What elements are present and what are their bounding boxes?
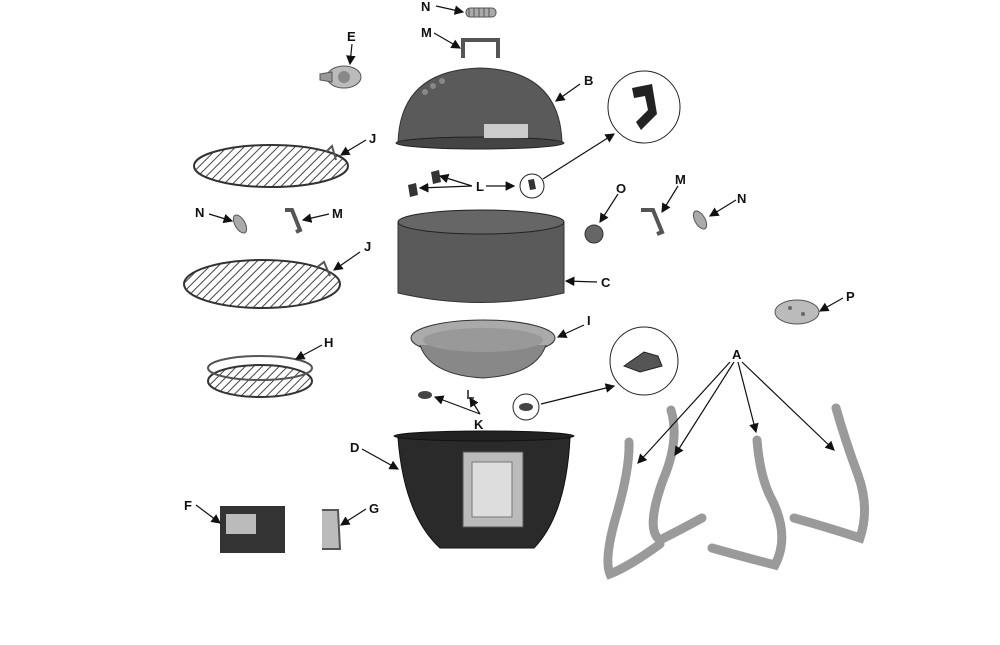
label-o: O [616, 181, 627, 196]
callout-arrows [195, 5, 844, 526]
label-h: H [324, 335, 334, 350]
handle-part-m-right [641, 208, 665, 236]
handle-part-m-top [461, 38, 500, 58]
cooking-grate-part-j-lower [183, 259, 341, 309]
label-a: A [732, 347, 742, 362]
label-m-right: M [675, 172, 686, 187]
body-section-part-c [397, 209, 565, 303]
handle-part-m-left [285, 208, 303, 234]
label-m-top: M [421, 25, 432, 40]
label-j-lower: J [364, 239, 372, 254]
label-m-left: M [332, 206, 343, 221]
label-l: L [476, 179, 484, 194]
vent-part-e [319, 65, 362, 89]
label-c: C [601, 275, 611, 290]
label-p: P [846, 289, 855, 304]
door-handle-part-g [322, 509, 342, 550]
spring-part-n-left [232, 214, 248, 234]
label-e: E [347, 29, 356, 44]
label-n-top: N [421, 0, 431, 14]
label-n-right: N [737, 191, 747, 206]
water-pan-part-i [410, 319, 556, 379]
label-n-left: N [195, 205, 205, 220]
charcoal-grate-part-h [207, 355, 313, 398]
disc-part-p [774, 299, 820, 325]
label-g: G [369, 501, 380, 516]
lid-part-b [395, 67, 565, 150]
spring-part-n-top [465, 7, 497, 18]
label-k: K [474, 417, 484, 432]
label-j-top: J [369, 131, 377, 146]
bracket-parts-k [418, 326, 679, 421]
label-i: I [587, 313, 591, 328]
label-f: F [184, 498, 192, 513]
label-b: B [584, 73, 594, 88]
plug-part-o [584, 224, 604, 244]
panel-part-f [220, 506, 285, 553]
base-bowl-part-d [393, 430, 575, 549]
label-d: D [350, 440, 360, 455]
spring-part-n-right [692, 210, 708, 230]
clip-parts-l [408, 70, 681, 199]
legs-part-a [603, 403, 870, 580]
cooking-grate-part-j-top [193, 144, 349, 188]
